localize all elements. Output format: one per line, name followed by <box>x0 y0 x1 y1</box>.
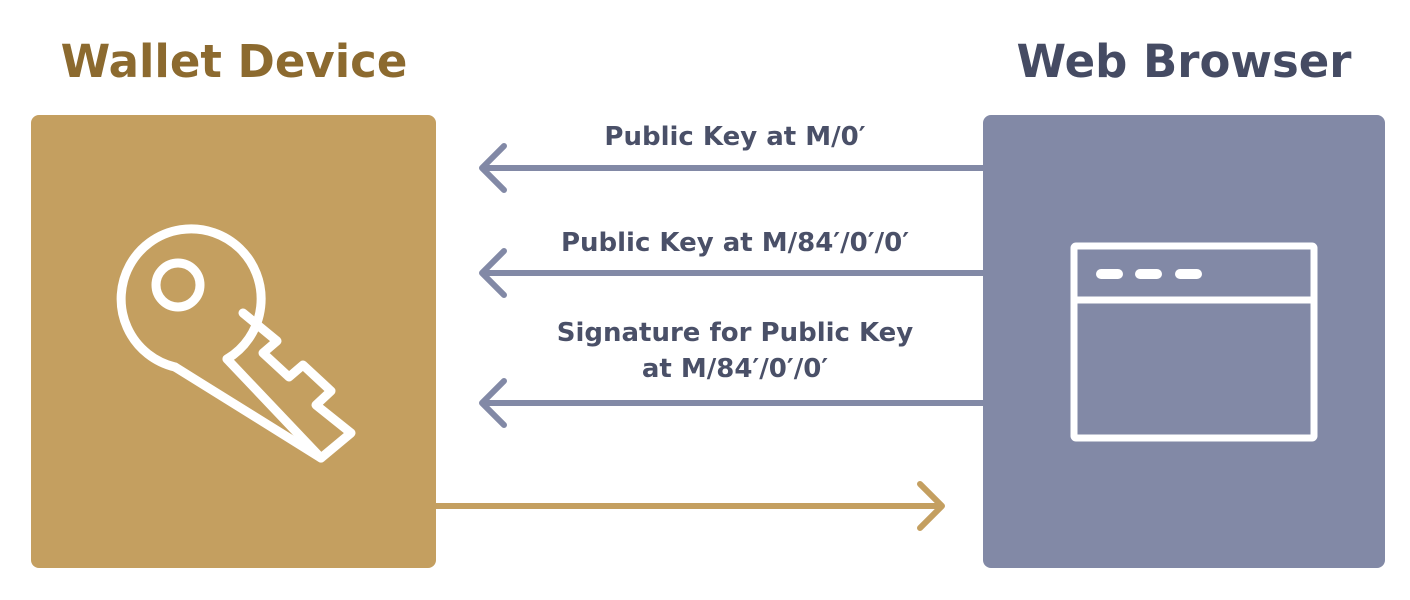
key-icon <box>116 224 356 463</box>
browser-window-icon <box>1070 242 1318 442</box>
message-signature-line2: at M/84′/0′/0′ <box>641 354 829 384</box>
arrow-signature <box>479 378 986 428</box>
wallet-device-title: Wallet Device <box>60 35 408 88</box>
web-browser-panel <box>983 115 1385 568</box>
arrow-public-key-m0 <box>479 143 986 193</box>
arrow-public-key-m84 <box>479 248 986 298</box>
web-browser-title: Web Browser <box>1016 35 1352 88</box>
message-public-key-m84: Public Key at M/84′/0′/0′ <box>560 228 910 258</box>
message-public-key-m0: Public Key at M/0′ <box>604 122 866 152</box>
message-signature-line1: Signature for Public Key <box>556 318 914 348</box>
wallet-device-panel <box>31 115 436 568</box>
arrow-wallet-to-browser <box>433 481 945 531</box>
